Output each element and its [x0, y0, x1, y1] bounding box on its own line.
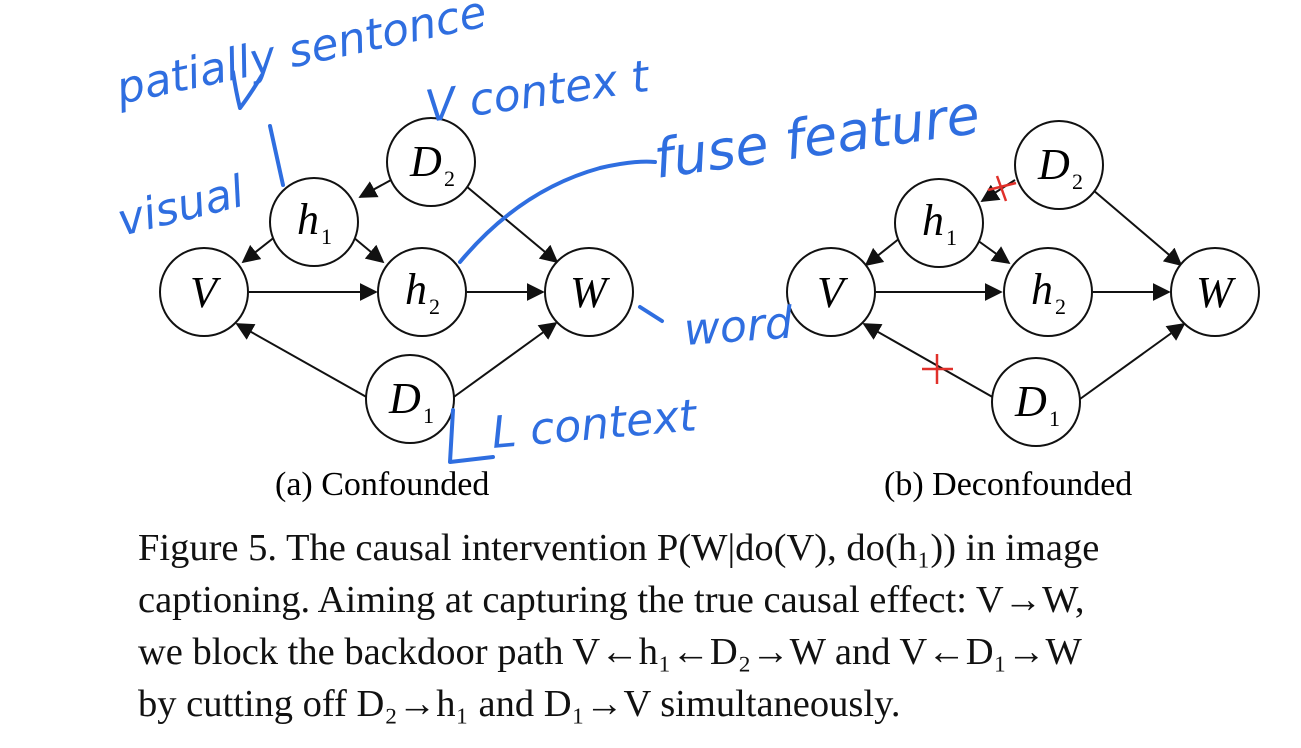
node-w-b: W — [1170, 247, 1260, 337]
note-l-context: L context — [490, 390, 701, 459]
node-h1-a: h 1 — [269, 177, 359, 267]
edge-h1-h2 — [352, 236, 385, 264]
node-h1-b: h 1 — [894, 178, 984, 268]
hand-stroke-word — [638, 305, 664, 323]
node-h1-a-sub: 1 — [321, 224, 332, 249]
node-v-b: V — [786, 247, 876, 337]
edge-d1-v-cut — [862, 323, 997, 400]
hand-arrow-down — [231, 70, 264, 110]
node-d2-b: D 2 — [1014, 120, 1104, 210]
diagram-b: D 2 h 1 V h 2 W D 1 — [786, 120, 1260, 503]
note-word: word — [682, 297, 795, 356]
panel-label-b: (b) Deconfounded — [884, 466, 1132, 503]
edge-d1-w — [450, 321, 558, 400]
figure-caption: Figure 5. The causal intervention P(W|do… — [138, 522, 1288, 730]
edge-h1-v — [241, 235, 277, 264]
hand-bracket-context — [448, 408, 495, 464]
edge-d2-h1 — [358, 179, 392, 198]
edge-d1-w-b — [1079, 322, 1186, 400]
node-h1-a-main: h — [297, 195, 319, 244]
node-d2-a: D 2 — [386, 117, 476, 207]
panel-label-a: (a) Confounded — [275, 466, 489, 503]
caption-line-2: captioning. Aiming at capturing the true… — [138, 579, 1085, 621]
node-h2-b-sub: 2 — [1055, 294, 1066, 319]
node-d1-a-main: D — [388, 374, 421, 423]
hand-line-fuse — [458, 159, 657, 264]
diagram-a: D 2 h 1 V h 2 W D 1 (a) Confounded — [159, 117, 634, 503]
edge-h1-h2-b — [976, 239, 1011, 265]
node-d1-b-main: D — [1014, 377, 1047, 426]
note-v-context: V contex t — [422, 51, 653, 133]
node-h1-b-main: h — [922, 196, 944, 245]
node-d1-b: D 1 — [991, 357, 1081, 447]
node-h2-b-main: h — [1031, 265, 1053, 314]
handwritten-annotations — [231, 70, 664, 464]
cut-mark-d1-v — [922, 354, 953, 384]
node-d2-a-main: D — [409, 137, 442, 186]
node-d1-a-sub: 1 — [423, 403, 434, 428]
note-visual: visual — [112, 166, 250, 247]
caption-line-3: we block the backdoor path V←h₁←D₂→W and… — [138, 631, 1082, 673]
node-d2-b-main: D — [1037, 140, 1070, 189]
node-w-b-main: W — [1196, 268, 1236, 317]
hand-bar-h1 — [268, 124, 285, 187]
node-w-a: W — [544, 247, 634, 337]
note-fuse-feature: fuse feature — [650, 83, 983, 191]
node-h2-a-sub: 2 — [429, 294, 440, 319]
node-h2-b: h 2 — [1003, 247, 1093, 337]
node-h1-b-sub: 1 — [946, 225, 957, 250]
edge-h1-v-b — [864, 237, 901, 267]
caption-line-4: by cutting off D₂→h₁ and D₁→V simultaneo… — [138, 683, 901, 725]
node-d1-a: D 1 — [365, 354, 455, 444]
node-h2-a: h 2 — [377, 247, 467, 337]
node-d2-a-sub: 2 — [444, 166, 455, 191]
cut-mark-d2-h1 — [987, 175, 1017, 202]
caption-line-1: Figure 5. The causal intervention P(W|do… — [138, 527, 1100, 569]
edge-d2-w — [465, 185, 559, 264]
node-v-a-main: V — [190, 268, 222, 317]
edge-d2-w-b — [1092, 189, 1183, 267]
node-d1-b-sub: 1 — [1049, 406, 1060, 431]
node-v-b-main: V — [817, 268, 849, 317]
node-w-a-main: W — [570, 268, 610, 317]
edge-d1-v — [235, 323, 371, 400]
node-d2-b-sub: 2 — [1072, 169, 1083, 194]
node-h2-a-main: h — [405, 265, 427, 314]
node-v-a: V — [159, 247, 249, 337]
